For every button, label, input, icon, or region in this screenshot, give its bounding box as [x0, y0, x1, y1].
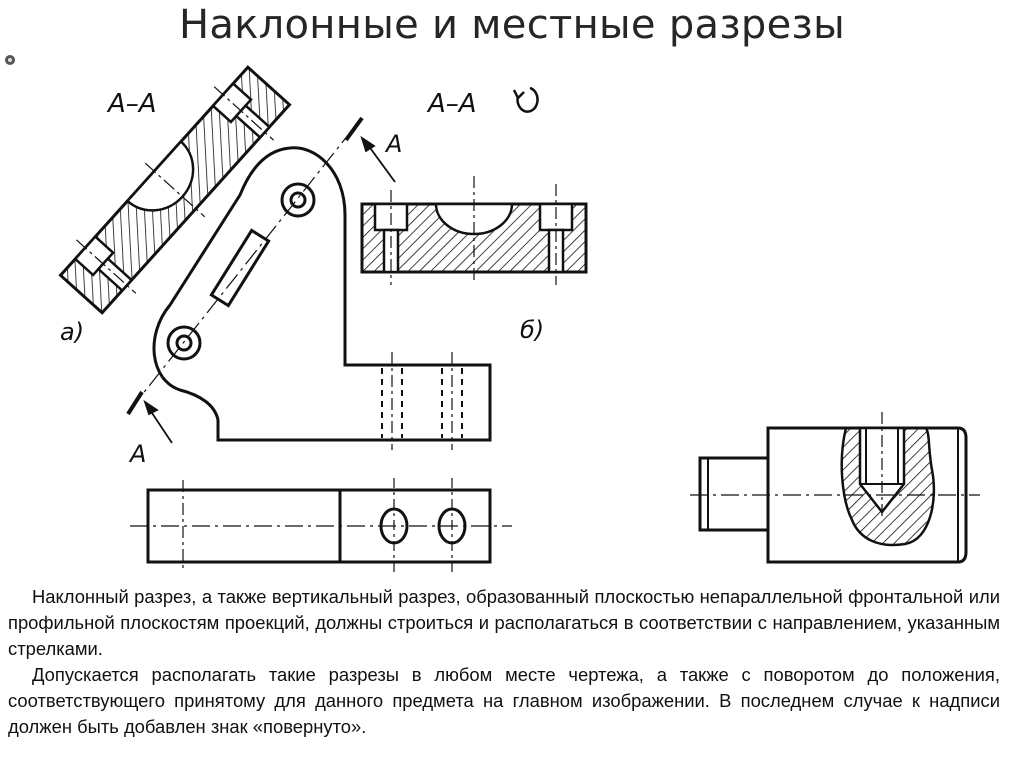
arrow-top — [360, 135, 396, 183]
arrow-label-bottom: А — [128, 440, 146, 468]
bullet-icon — [5, 55, 15, 65]
engineering-drawing: А–А а) А А — [58, 65, 980, 574]
slide-title: Наклонные и местные разрезы — [179, 2, 845, 48]
arrow-label-top: А — [384, 130, 402, 158]
variant-label-b: б) — [520, 316, 544, 344]
rotation-circle-icon — [512, 86, 539, 113]
variant-label-a: а) — [60, 318, 84, 346]
arrow-bottom — [143, 399, 173, 444]
section-mark-bottom — [126, 390, 144, 416]
section-mark-top — [344, 116, 364, 142]
local-section-shaft — [690, 412, 980, 564]
section-label-a: А–А — [106, 89, 157, 119]
bracket-front-view — [152, 146, 492, 442]
paragraph-placement-rules: Допускается располагать такие разрезы в … — [8, 664, 1000, 737]
paragraph-inclined-section: Наклонный разрез, а также вертикальный р… — [8, 586, 1000, 659]
slide-body-text: Наклонный разрез, а также вертикальный р… — [8, 584, 1000, 740]
inclined-section-view — [58, 65, 292, 315]
rotated-section-view — [360, 176, 588, 285]
section-label-b: А–А — [426, 89, 477, 119]
